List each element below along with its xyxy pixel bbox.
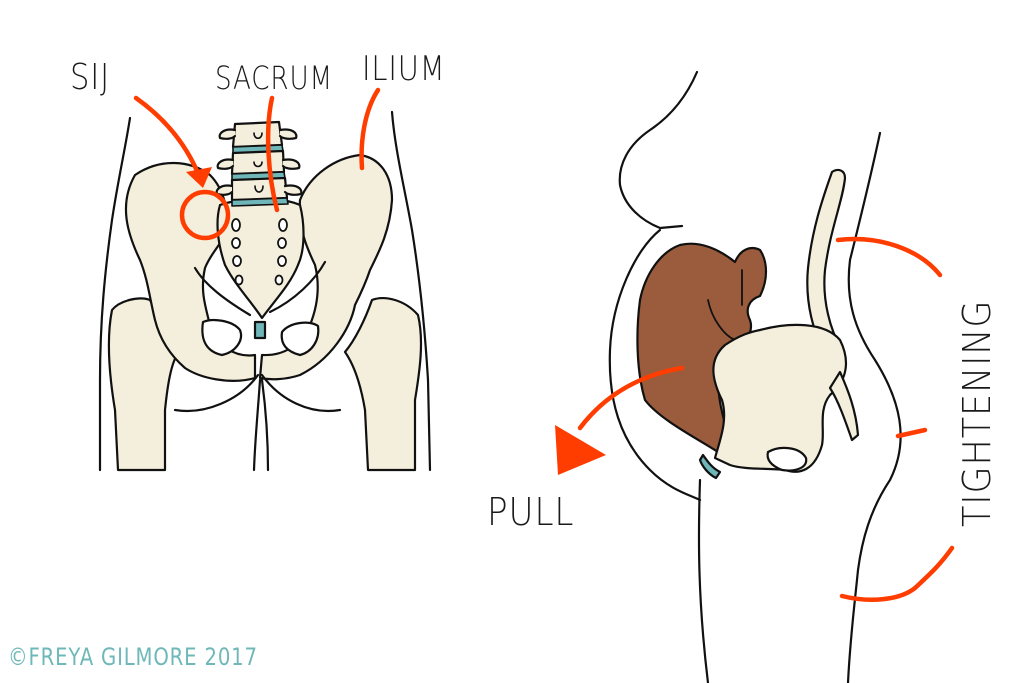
body-outline-right [390, 110, 432, 472]
tightening-line-bottom [839, 545, 955, 602]
tightening-line-top [835, 236, 943, 278]
pubic-symphysis [253, 320, 267, 340]
front-leg-outline [697, 478, 710, 683]
sij-arrowhead [186, 167, 212, 188]
femur-right [343, 297, 423, 472]
obturator-right [280, 321, 320, 357]
pelvic-brim-left [193, 266, 252, 317]
pull-arrow-line [577, 365, 685, 431]
coccyx-tip [698, 453, 722, 480]
label-tightening: TIGHTENING [955, 299, 999, 527]
leg-gap [252, 378, 262, 472]
ilium-pointer-line [359, 87, 381, 171]
buttock-curve-right [260, 373, 342, 413]
front-annotations [133, 87, 381, 241]
sacral-foramina [231, 218, 288, 286]
label-ilium: ILIUM [362, 49, 446, 89]
ilium-right [258, 153, 394, 381]
sij-circle [179, 189, 231, 241]
copyright-notice: ©FREYA GILMORE 2017 [8, 643, 258, 671]
label-pull: PULL [487, 490, 575, 534]
sij-arrow-line [133, 95, 203, 181]
pelvic-brim-right [268, 260, 327, 314]
chest-outline [618, 70, 699, 230]
spine [806, 168, 847, 362]
pull-arrowhead [555, 425, 606, 475]
obturator-left [201, 319, 243, 357]
front-pelvis-group [98, 110, 432, 472]
label-sacrum: SACRUM [215, 59, 333, 97]
buttock-curve-left [173, 373, 260, 413]
side-view-group [608, 70, 902, 683]
sacrum-pointer-line [265, 95, 280, 213]
lumbar-vertebrae [215, 120, 303, 207]
side-annotations [577, 236, 955, 602]
body-outline-left [98, 116, 132, 472]
obturator-side [766, 446, 808, 472]
label-sij: SIJ [70, 57, 111, 98]
pelvis-tail [828, 370, 860, 442]
tightening-line-mid [895, 427, 928, 439]
